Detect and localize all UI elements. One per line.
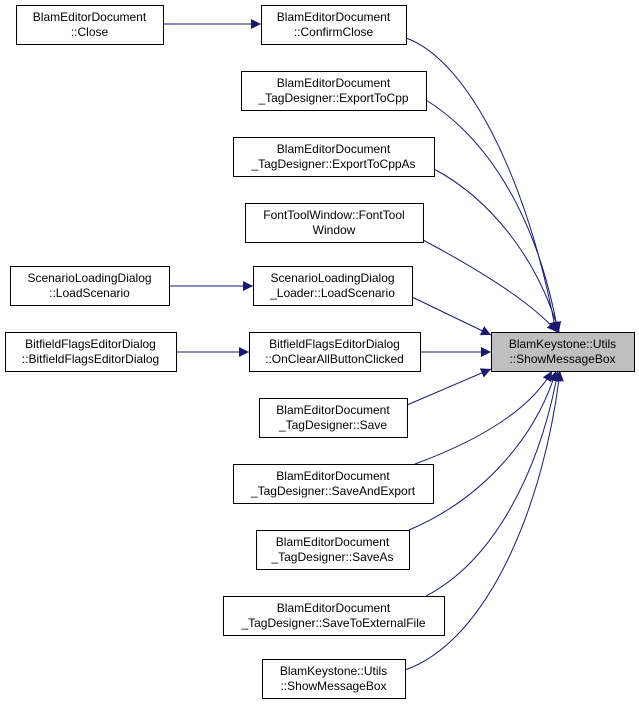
- node-label-line: ::ShowMessageBox: [280, 679, 386, 693]
- edge-show-message-box-caller-to-show-message-box-target: [404, 370, 564, 671]
- node-label-line: BitfieldFlagsEditorDialog: [269, 337, 400, 351]
- node-label-line: _TagDesigner::SaveAs: [270, 550, 393, 564]
- node-label-line: Window: [313, 223, 356, 237]
- node-label-line: BlamEditorDocument: [277, 76, 391, 90]
- edge-export-to-cpp-to-show-message-box-target: [425, 99, 562, 333]
- node-save-as[interactable]: BlamEditorDocument_TagDesigner::SaveAs: [256, 530, 410, 570]
- node-box: [262, 659, 406, 699]
- node-box: [241, 71, 427, 111]
- edge-font-tool-window-to-show-message-box-target: [422, 239, 558, 333]
- node-box: [16, 5, 164, 45]
- node-label-line: ::ShowMessageBox: [509, 352, 615, 366]
- node-label-line: BlamEditorDocument: [277, 601, 391, 615]
- node-box: [491, 332, 635, 372]
- node-box: [261, 5, 407, 45]
- node-bitfield-dialog[interactable]: BitfieldFlagsEditorDialog::BitfieldFlags…: [5, 332, 177, 372]
- edges-layer: [163, 19, 564, 671]
- node-box: [233, 464, 434, 504]
- node-label-line: BlamEditorDocument: [33, 10, 147, 24]
- node-bitfield-clear[interactable]: BitfieldFlagsEditorDialog::OnClearAllBut…: [249, 332, 421, 372]
- edge-save-as-to-show-message-box-target: [408, 370, 558, 531]
- node-box: [10, 266, 170, 306]
- node-box: [259, 398, 408, 438]
- node-label-line: _TagDesigner::Save: [278, 418, 387, 432]
- node-confirm-close[interactable]: BlamEditorDocument::ConfirmClose: [261, 5, 407, 45]
- edge-confirm-close-to-show-message-box-target: [405, 37, 560, 333]
- node-label-line: FontToolWindow::FontTool: [263, 208, 404, 222]
- node-box: [249, 332, 421, 372]
- edge-export-to-cpp-as-to-show-message-box-target: [433, 168, 561, 333]
- node-label-line: _TagDesigner::ExportToCppAs: [250, 157, 415, 171]
- node-scenario-loading-dialog[interactable]: ScenarioLoadingDialog::LoadScenario: [10, 266, 170, 306]
- node-box: [233, 137, 435, 177]
- node-label-line: _TagDesigner::ExportToCpp: [257, 91, 408, 105]
- node-label-line: BlamEditorDocument: [276, 469, 390, 483]
- node-label-line: BlamKeystone::Utils: [280, 664, 387, 678]
- node-save-to-external-file[interactable]: BlamEditorDocument_TagDesigner::SaveToEx…: [223, 596, 445, 636]
- nodes-layer: BlamEditorDocument::CloseBlamEditorDocum…: [5, 5, 635, 699]
- node-label-line: _Loader::LoadScenario: [269, 286, 395, 300]
- node-export-to-cpp-as[interactable]: BlamEditorDocument_TagDesigner::ExportTo…: [233, 137, 435, 177]
- node-label-line: ::BitfieldFlagsEditorDialog: [22, 352, 159, 366]
- node-label-line: ScenarioLoadingDialog: [270, 271, 394, 285]
- node-label-line: ::ConfirmClose: [294, 25, 374, 39]
- node-save-and-export[interactable]: BlamEditorDocument_TagDesigner::SaveAndE…: [233, 464, 434, 504]
- node-save[interactable]: BlamEditorDocument_TagDesigner::Save: [259, 398, 408, 438]
- node-box: [253, 266, 413, 306]
- node-label-line: BlamKeystone::Utils: [509, 337, 616, 351]
- edge-save-to-external-file-to-show-message-box-target: [425, 370, 562, 597]
- node-box: [256, 530, 410, 570]
- edge-save-and-export-to-show-message-box-target: [414, 370, 553, 465]
- edge-save-to-show-message-box-target: [406, 368, 492, 406]
- node-label-line: ScenarioLoadingDialog: [27, 271, 151, 285]
- node-show-message-box-target[interactable]: BlamKeystone::Utils::ShowMessageBox: [491, 332, 635, 372]
- node-font-tool-window[interactable]: FontToolWindow::FontToolWindow: [245, 203, 424, 243]
- node-label-line: BlamEditorDocument: [276, 403, 390, 417]
- node-label-line: BitfieldFlagsEditorDialog: [25, 337, 156, 351]
- node-label-line: ::LoadScenario: [49, 286, 130, 300]
- node-label-line: BlamEditorDocument: [277, 10, 391, 24]
- node-box: [245, 203, 424, 243]
- node-label-line: BlamEditorDocument: [276, 535, 390, 549]
- node-label-line: BlamEditorDocument: [277, 142, 391, 156]
- node-label-line: ::OnClearAllButtonClicked: [265, 352, 404, 366]
- node-export-to-cpp[interactable]: BlamEditorDocument_TagDesigner::ExportTo…: [241, 71, 427, 111]
- node-label-line: _TagDesigner::SaveToExternalFile: [240, 616, 425, 630]
- edge-scenario-loader-to-show-message-box-target: [411, 296, 492, 336]
- node-show-message-box-caller[interactable]: BlamKeystone::Utils::ShowMessageBox: [262, 659, 406, 699]
- node-scenario-loader[interactable]: ScenarioLoadingDialog_Loader::LoadScenar…: [253, 266, 413, 306]
- node-label-line: _TagDesigner::SaveAndExport: [250, 484, 416, 498]
- node-close[interactable]: BlamEditorDocument::Close: [16, 5, 164, 45]
- node-box: [223, 596, 445, 636]
- node-box: [5, 332, 177, 372]
- node-label-line: ::Close: [71, 25, 109, 39]
